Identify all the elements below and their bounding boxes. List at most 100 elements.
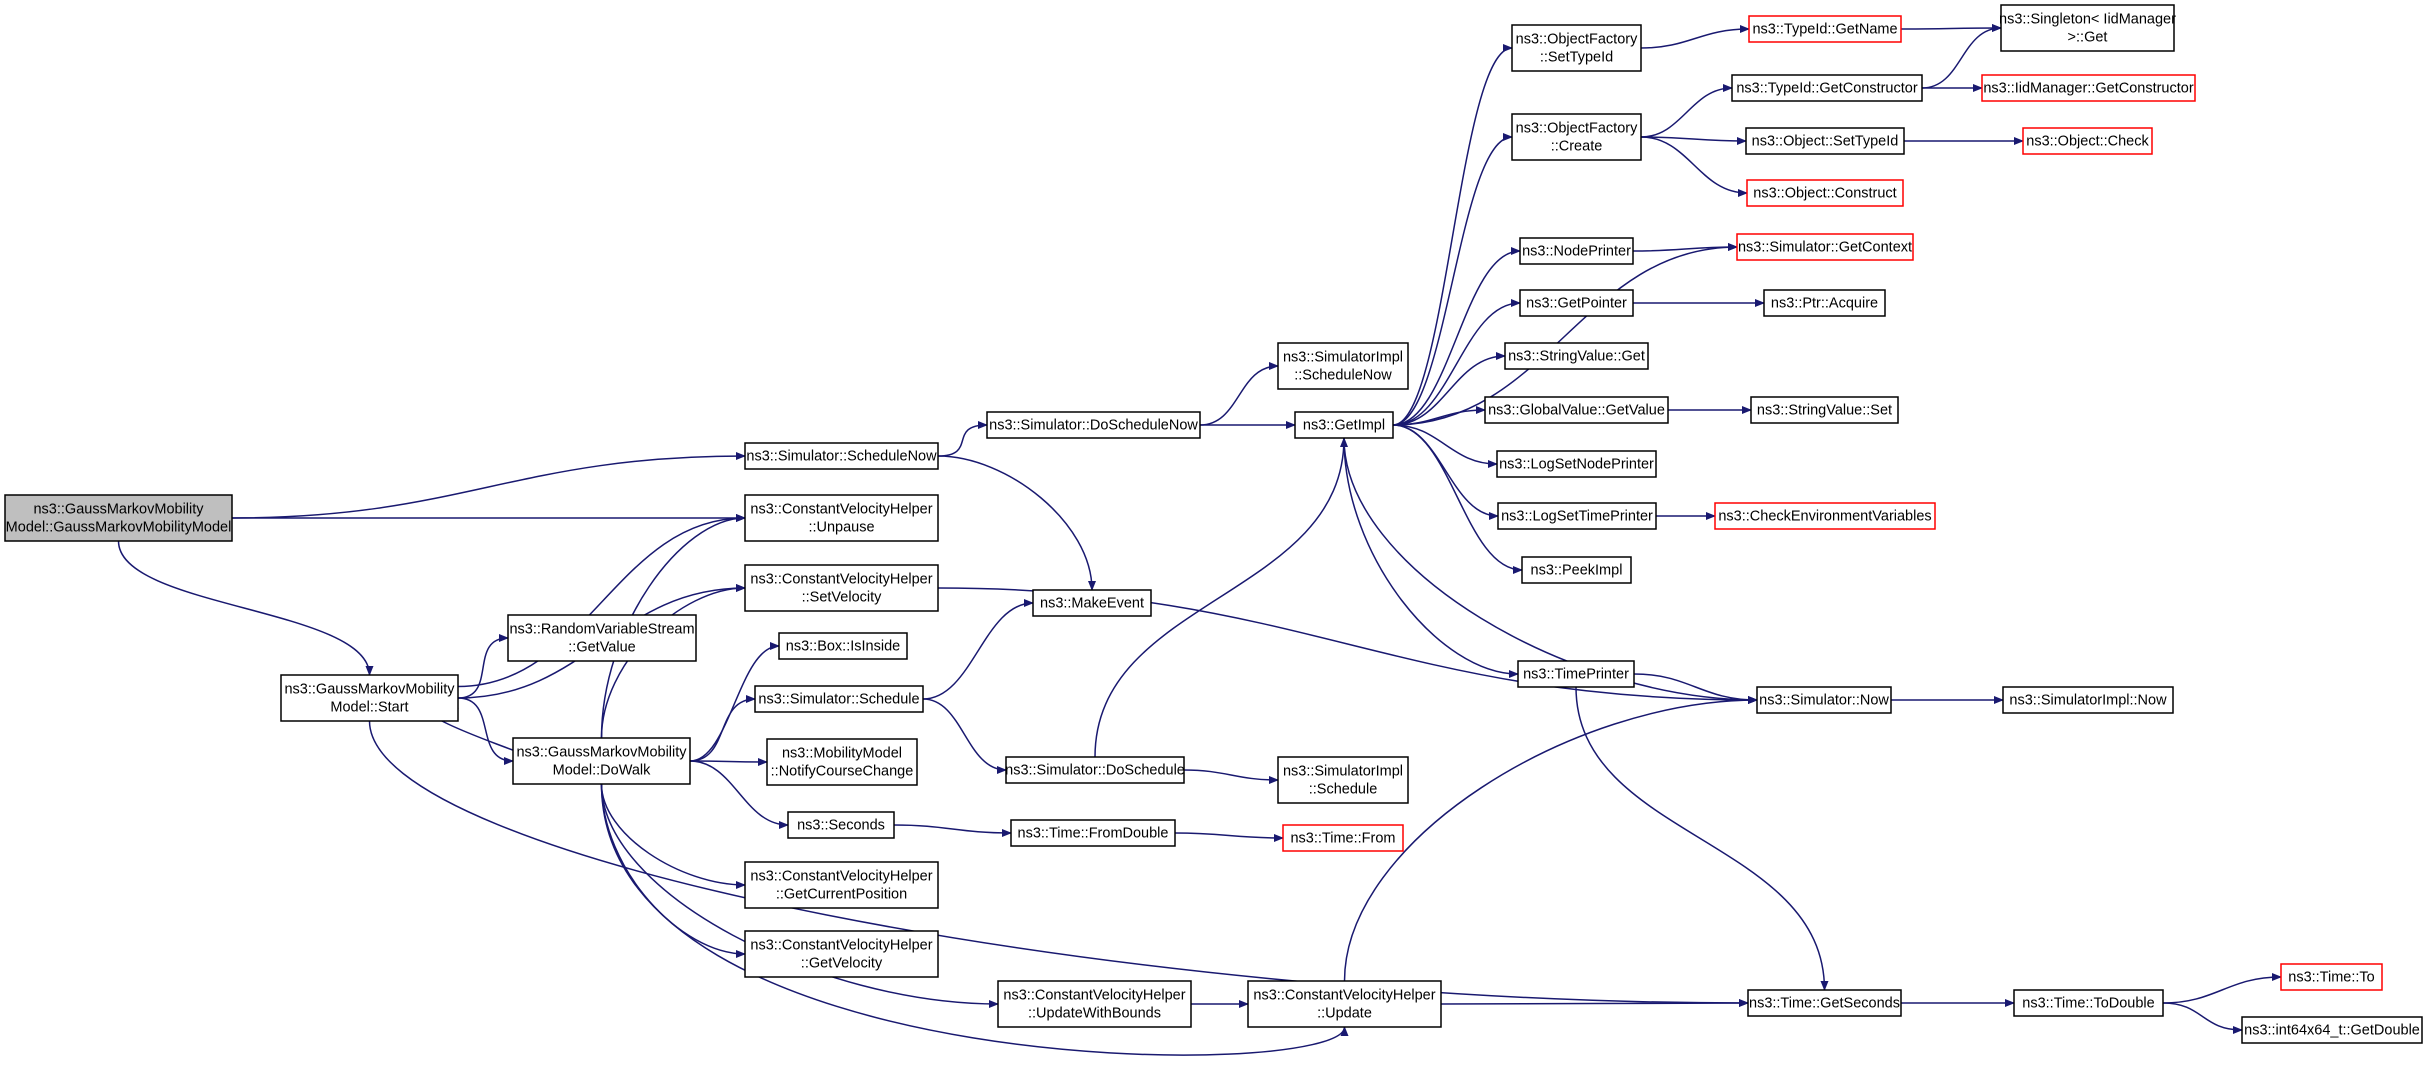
node-time_getseconds[interactable]: ns3::Time::GetSeconds xyxy=(1747,989,1902,1017)
node-peekimpl[interactable]: ns3::PeekImpl xyxy=(1521,556,1632,584)
node-sim_schedulenow[interactable]: ns3::Simulator::ScheduleNow xyxy=(744,442,939,470)
node-label-line: ns3::SimulatorImpl xyxy=(1283,764,1403,780)
node-label-line: ns3::GetPointer xyxy=(1526,296,1627,312)
node-cvh_updatebounds[interactable]: ns3::ConstantVelocityHelper::UpdateWithB… xyxy=(997,980,1192,1028)
node-box xyxy=(2002,686,2174,714)
node-simimpl_now[interactable]: ns3::SimulatorImpl::Now xyxy=(2002,686,2174,714)
node-time_from[interactable]: ns3::Time::From xyxy=(1282,824,1404,852)
node-box xyxy=(1748,15,1902,43)
node-box xyxy=(1750,396,1899,424)
node-of_create[interactable]: ns3::ObjectFactory::Create xyxy=(1511,113,1642,161)
node-of_settypeid[interactable]: ns3::ObjectFactory::SetTypeId xyxy=(1511,24,1642,72)
node-sim_schedule[interactable]: ns3::Simulator::Schedule xyxy=(754,685,924,713)
node-ptr_acquire[interactable]: ns3::Ptr::Acquire xyxy=(1763,289,1886,317)
edge-getimpl-to-stringvalue_get xyxy=(1392,352,1506,426)
node-logsettimeprinter[interactable]: ns3::LogSetTimePrinter xyxy=(1497,502,1657,530)
node-time_to[interactable]: ns3::Time::To xyxy=(2280,963,2383,991)
edge-time_todouble-to-int64x64_getdouble xyxy=(2162,1002,2243,1034)
node-globalvalue_getvalue[interactable]: ns3::GlobalValue::GetValue xyxy=(1484,396,1669,424)
node-getpointer[interactable]: ns3::GetPointer xyxy=(1519,289,1634,317)
node-label-line: ns3::Seconds xyxy=(797,818,885,834)
node-sim_now[interactable]: ns3::Simulator::Now xyxy=(1756,686,1892,714)
node-box xyxy=(1756,686,1892,714)
node-box xyxy=(1496,450,1657,478)
node-rvs_getvalue[interactable]: ns3::RandomVariableStream::GetValue xyxy=(507,614,697,662)
node-sim_doschedule[interactable]: ns3::Simulator::DoSchedule xyxy=(1005,756,1185,784)
node-int64x64_getdouble[interactable]: ns3::int64x64_t::GetDouble xyxy=(2241,1016,2423,1044)
node-sim_doschedulenow[interactable]: ns3::Simulator::DoScheduleNow xyxy=(986,411,1201,439)
node-label-line: >::Get xyxy=(2068,30,2108,46)
node-box xyxy=(1005,756,1185,784)
node-typeid_getname[interactable]: ns3::TypeId::GetName xyxy=(1748,15,1902,43)
node-label-line: ns3::ObjectFactory xyxy=(1516,32,1638,48)
node-stringvalue_set[interactable]: ns3::StringValue::Set xyxy=(1750,396,1899,424)
edge-gm_dowalk-to-cvh_getcurpos xyxy=(600,783,746,889)
edge-gm_dowalk-to-cvh_getvelocity xyxy=(600,783,746,958)
node-box xyxy=(744,564,939,612)
node-typeid_getconstructor[interactable]: ns3::TypeId::GetConstructor xyxy=(1731,74,1923,102)
node-box xyxy=(507,614,697,662)
node-iidmanager_getconstructor[interactable]: ns3::IidManager::GetConstructor xyxy=(1981,74,2196,102)
node-label-line: ns3::ConstantVelocityHelper xyxy=(750,572,932,588)
node-box_isinside[interactable]: ns3::Box::IsInside xyxy=(778,632,908,660)
node-label-line: ns3::IidManager::GetConstructor xyxy=(1983,81,2194,97)
node-label-line: ns3::Time::FromDouble xyxy=(1018,826,1169,842)
node-label-line: ::GetCurrentPosition xyxy=(776,887,907,903)
node-time_todouble[interactable]: ns3::Time::ToDouble xyxy=(2013,989,2164,1017)
node-box xyxy=(2280,963,2383,991)
edge-gm_dowalk-to-box_isinside xyxy=(689,642,780,762)
node-cvh_update[interactable]: ns3::ConstantVelocityHelper::Update xyxy=(1247,980,1442,1028)
node-box xyxy=(1511,24,1642,72)
node-gm_ctor[interactable]: ns3::GaussMarkovMobilityModel::GaussMark… xyxy=(4,494,233,542)
node-mm_notify[interactable]: ns3::MobilityModel::NotifyCourseChange xyxy=(766,738,918,786)
node-cvh_unpause[interactable]: ns3::ConstantVelocityHelper::Unpause xyxy=(744,494,939,542)
node-label-line: ns3::Simulator::Schedule xyxy=(758,692,919,708)
node-nodeprinter[interactable]: ns3::NodePrinter xyxy=(1519,237,1634,265)
node-label-line: ns3::GaussMarkovMobility xyxy=(284,682,455,698)
node-label-line: ns3::Simulator::Now xyxy=(1759,693,1889,709)
node-label-line: ns3::SimulatorImpl::Now xyxy=(2009,693,2167,709)
node-singleton_get[interactable]: ns3::Singleton< IidManager >::Get xyxy=(1999,4,2176,52)
node-simimpl_schedule[interactable]: ns3::SimulatorImpl::Schedule xyxy=(1277,756,1409,804)
node-box xyxy=(2000,4,2175,52)
node-seconds[interactable]: ns3::Seconds xyxy=(787,811,895,839)
edge-getimpl-to-of_settypeid xyxy=(1392,44,1513,426)
node-cvh_getcurpos[interactable]: ns3::ConstantVelocityHelper::GetCurrentP… xyxy=(744,861,939,909)
node-makeevent[interactable]: ns3::MakeEvent xyxy=(1032,589,1152,617)
node-label-line: ns3::Singleton< IidManager xyxy=(1999,12,2176,28)
node-getimpl[interactable]: ns3::GetImpl xyxy=(1294,411,1394,439)
node-box xyxy=(997,980,1192,1028)
edge-of_create-to-object_settypeid xyxy=(1640,136,1747,145)
edge-sim_schedule-to-makeevent xyxy=(922,599,1034,700)
node-box xyxy=(744,442,939,470)
node-checkenv[interactable]: ns3::CheckEnvironmentVariables xyxy=(1714,502,1936,530)
edge-getimpl-to-of_create xyxy=(1392,133,1513,426)
node-box xyxy=(1517,660,1635,688)
node-label-line: ns3::GetImpl xyxy=(1303,418,1385,434)
node-time_fromdouble[interactable]: ns3::Time::FromDouble xyxy=(1010,819,1176,847)
node-label-line: ns3::CheckEnvironmentVariables xyxy=(1718,509,1931,525)
node-logsetnodeprinter[interactable]: ns3::LogSetNodePrinter xyxy=(1496,450,1657,478)
node-sim_getcontext[interactable]: ns3::Simulator::GetContext xyxy=(1736,233,1914,261)
edge-of_create-to-object_construct xyxy=(1640,136,1748,197)
node-object_construct[interactable]: ns3::Object::Construct xyxy=(1746,179,1904,207)
nodes: ns3::GaussMarkovMobilityModel::GaussMark… xyxy=(4,4,2423,1044)
node-object_check[interactable]: ns3::Object::Check xyxy=(2022,127,2153,155)
node-label-line: ns3::StringValue::Set xyxy=(1757,403,1892,419)
node-box xyxy=(1763,289,1886,317)
node-cvh_setvelocity[interactable]: ns3::ConstantVelocityHelper::SetVelocity xyxy=(744,564,939,612)
node-simimpl_schedulenow[interactable]: ns3::SimulatorImpl::ScheduleNow xyxy=(1277,342,1409,390)
node-label-line: ::Schedule xyxy=(1309,782,1378,798)
node-timeprinter[interactable]: ns3::TimePrinter xyxy=(1517,660,1635,688)
node-stringvalue_get[interactable]: ns3::StringValue::Get xyxy=(1504,342,1649,370)
node-label-line: ns3::ConstantVelocityHelper xyxy=(750,938,932,954)
node-cvh_getvelocity[interactable]: ns3::ConstantVelocityHelper::GetVelocity xyxy=(744,930,939,978)
node-label-line: ns3::RandomVariableStream xyxy=(509,622,694,638)
node-gm_dowalk[interactable]: ns3::GaussMarkovMobilityModel::DoWalk xyxy=(512,737,691,785)
node-object_settypeid[interactable]: ns3::Object::SetTypeId xyxy=(1745,127,1905,155)
node-label-line: ns3::Simulator::ScheduleNow xyxy=(746,449,937,465)
node-box xyxy=(754,685,924,713)
node-gm_start[interactable]: ns3::GaussMarkovMobilityModel::Start xyxy=(280,674,459,722)
node-box xyxy=(1746,179,1904,207)
node-label-line: ns3::LogSetNodePrinter xyxy=(1499,457,1654,473)
